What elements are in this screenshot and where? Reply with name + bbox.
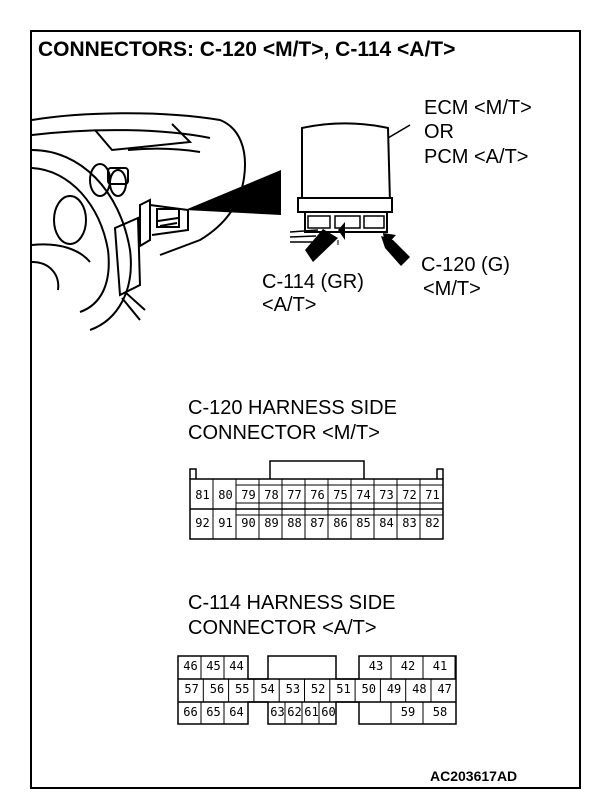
c114-pin-43: 43 bbox=[368, 659, 384, 673]
c114-pin-57: 57 bbox=[184, 682, 199, 696]
c114-pin-54: 54 bbox=[260, 682, 275, 696]
c120-pin-84: 84 bbox=[379, 516, 394, 530]
c114-pin-44: 44 bbox=[229, 659, 244, 673]
c114-pin-45: 45 bbox=[206, 659, 221, 673]
c114-callout-line1: C-114 (GR) bbox=[262, 271, 364, 293]
c120-pin-82: 82 bbox=[425, 516, 440, 530]
c120-pin-87: 87 bbox=[310, 516, 325, 530]
c114-pin-56: 56 bbox=[209, 682, 225, 696]
c120-pin-78: 78 bbox=[264, 488, 279, 502]
c120-pin-86: 86 bbox=[333, 516, 348, 530]
c120-pin-79: 79 bbox=[241, 488, 256, 502]
c114-pin-60: 60 bbox=[321, 705, 336, 719]
c114-pin-64: 64 bbox=[229, 705, 244, 719]
c114-pin-47: 47 bbox=[437, 682, 452, 696]
c114-pin-48: 48 bbox=[412, 682, 427, 696]
c114-pin-66: 66 bbox=[183, 705, 198, 719]
c120-pin-92: 92 bbox=[195, 516, 210, 530]
c120-heading-line1: C-120 HARNESS SIDE bbox=[188, 397, 397, 419]
c114-pin-46: 46 bbox=[183, 659, 198, 673]
ecm-label-line1: ECM <M/T> bbox=[424, 97, 532, 119]
ecm-body bbox=[301, 122, 392, 203]
c114-callout-line2: <A/T> bbox=[262, 294, 317, 316]
c120-pin-81: 81 bbox=[195, 488, 210, 502]
c120-pin-83: 83 bbox=[402, 516, 417, 530]
c120-pin-76: 76 bbox=[310, 488, 325, 502]
figure-code: AC203617AD bbox=[430, 768, 518, 784]
c114-heading-line2: CONNECTOR <A/T> bbox=[188, 617, 377, 639]
c120-pin-77: 77 bbox=[287, 488, 302, 502]
ecm-label-line3: PCM <A/T> bbox=[424, 146, 529, 168]
c120-callout-line2: <M/T> bbox=[423, 278, 481, 300]
c120-heading-line2: CONNECTOR <M/T> bbox=[188, 422, 380, 444]
c120-pin-71: 71 bbox=[425, 488, 440, 502]
ecm-label-line2: OR bbox=[424, 121, 454, 143]
c120-pin-90: 90 bbox=[241, 516, 256, 530]
figure-frame bbox=[30, 30, 581, 789]
c114-pin-51: 51 bbox=[336, 682, 351, 696]
c114-pin-52: 52 bbox=[310, 682, 326, 696]
c114-pin-41: 41 bbox=[432, 659, 448, 673]
c114-pin-58: 58 bbox=[432, 705, 448, 719]
c120-pin-88: 88 bbox=[287, 516, 302, 530]
c120-pin-72: 72 bbox=[402, 488, 417, 502]
c114-pin-55: 55 bbox=[235, 682, 250, 696]
c120-pin-91: 91 bbox=[218, 516, 233, 530]
figure-title: CONNECTORS: C-120 <M/T>, C-114 <A/T> bbox=[38, 38, 456, 61]
c114-pin-42: 42 bbox=[400, 659, 416, 673]
c114-pin-63: 63 bbox=[270, 705, 285, 719]
c120-pin-80: 80 bbox=[218, 488, 233, 502]
c120-pin-74: 74 bbox=[356, 488, 371, 502]
c120-callout-line1: C-120 (G) bbox=[421, 254, 510, 276]
c120-pin-75: 75 bbox=[333, 488, 348, 502]
c120-pin-73: 73 bbox=[379, 488, 394, 502]
c114-heading-line1: C-114 HARNESS SIDE bbox=[188, 592, 396, 614]
c114-pin-61: 61 bbox=[304, 705, 319, 719]
c114-pin-53: 53 bbox=[285, 682, 301, 696]
c114-pin-49: 49 bbox=[386, 682, 402, 696]
c120-pin-85: 85 bbox=[356, 516, 371, 530]
c120-pin-89: 89 bbox=[264, 516, 279, 530]
c114-pin-59: 59 bbox=[400, 705, 416, 719]
c114-pin-62: 62 bbox=[287, 705, 302, 719]
c114-pin-65: 65 bbox=[206, 705, 221, 719]
c114-pin-50: 50 bbox=[361, 682, 376, 696]
